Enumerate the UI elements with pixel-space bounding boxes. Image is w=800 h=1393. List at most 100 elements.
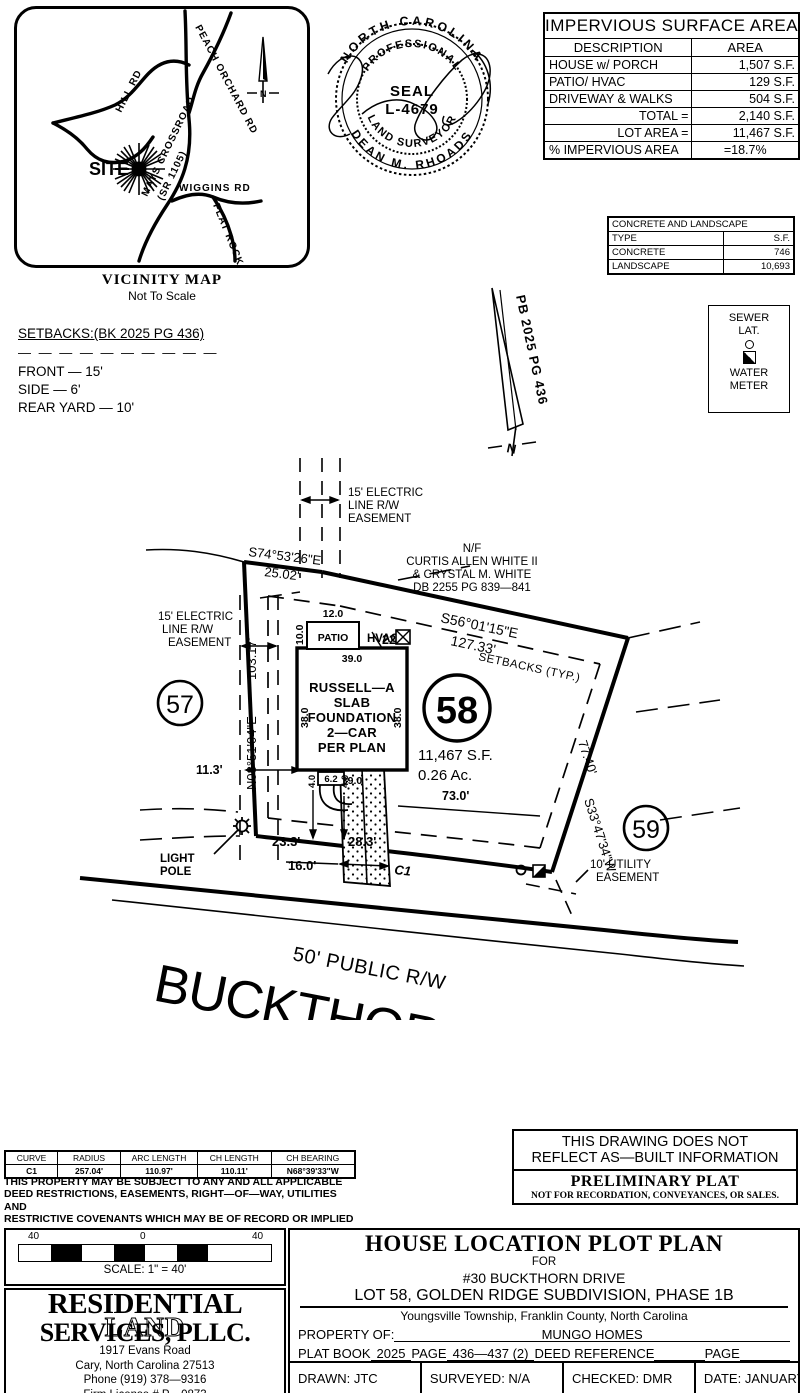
- plot-plan-title: HOUSE LOCATION PLOT PLAN: [364, 1231, 724, 1256]
- table-row: CONCRETE 746: [607, 245, 795, 260]
- house-height-left: 38.0: [299, 707, 311, 728]
- hvac-label: HVAC: [367, 633, 399, 645]
- scale-label-left: 40: [28, 1231, 40, 1242]
- impervious-row-2-area: 504 S.F.: [691, 90, 800, 108]
- table-row: HOUSE w/ PORCH 1,507 S.F.: [543, 56, 800, 74]
- setbacks-divider: — — — — — — — — — —: [18, 344, 219, 360]
- setback-lines: [267, 595, 601, 849]
- impervious-percent-label: % IMPERVIOUS AREA: [543, 141, 693, 160]
- vicinity-north-label: N: [260, 89, 267, 99]
- seal-text-land-surveyor: LAND SURVEYOR: [365, 113, 460, 150]
- concrete-row-1-type: LANDSCAPE: [607, 259, 724, 275]
- table-row: PATIO/ HVAC 129 S.F.: [543, 73, 800, 91]
- driveway-dims: [285, 790, 390, 871]
- plat-north-arrow-label: PB 2025 PG 436: [513, 294, 551, 407]
- electric-easement-top-label-1: 15' ELECTRIC: [348, 487, 423, 499]
- plat-book-row: PLAT BOOK 2025 PAGE 436—437 (2) DEED REF…: [298, 1346, 791, 1362]
- lot-59-label: 59: [632, 816, 660, 844]
- impervious-row-0-desc: HOUSE w/ PORCH: [543, 56, 693, 74]
- scale-label-right: 40: [252, 1231, 264, 1242]
- lot-boundary: [242, 560, 630, 874]
- house-width-top: 39.0: [342, 653, 363, 665]
- disclaimer-line-1: THIS PROPERTY MAY BE SUBJECT TO ANY AND …: [4, 1176, 343, 1188]
- table-row: DRIVEWAY & WALKS 504 S.F.: [543, 90, 800, 108]
- adjoining-tie-lines: [139, 548, 741, 841]
- as-built-notice: THIS DRAWING DOES NOT REFLECT AS—BUILT I…: [514, 1131, 796, 1172]
- setbacks-side: SIDE — 6': [18, 381, 81, 397]
- property-of-value[interactable]: MUNGO HOMES: [394, 1328, 790, 1343]
- curve-tag-c1: C1: [394, 862, 412, 879]
- scale-bar-numbers: 40 0 40: [6, 1230, 284, 1243]
- legend-water-label-2: METER: [729, 379, 769, 392]
- house-width-bottom: 39.0: [342, 775, 363, 787]
- street-centerline: [111, 899, 745, 967]
- lot-area-acres-label: 0.26 Ac.: [418, 767, 472, 784]
- house-label-5: PER PLAN: [318, 740, 386, 755]
- plat-book-value[interactable]: 2025: [370, 1347, 412, 1362]
- impervious-row-1-area: 129 S.F.: [691, 73, 800, 91]
- hvac-unit: HVAC: [367, 629, 411, 645]
- curve-table: CURVE RADIUS ARC LENGTH CH LENGTH CH BEA…: [4, 1150, 356, 1179]
- offset-left-dim: [244, 765, 302, 775]
- setbacks-rear: REAR YARD — 10': [18, 399, 135, 415]
- curve-row-0-ch-bearing: N68°39'33"W: [270, 1164, 356, 1179]
- firm-address-block: 1917 Evans Road Cary, North Carolina 275…: [6, 1344, 284, 1393]
- firm-street: 1917 Evans Road: [99, 1345, 191, 1357]
- water-meter-icon: [742, 351, 756, 365]
- curve-row-0-ch-length: 110.11': [197, 1164, 272, 1179]
- preliminary-plat-stamp: PRELIMINARY PLAT NOT FOR RECORDATION, CO…: [514, 1171, 796, 1203]
- checked-by: CHECKED: DMR: [564, 1363, 696, 1393]
- vicinity-north-arrow: N: [247, 36, 279, 103]
- site-burst: [113, 143, 165, 195]
- page-value[interactable]: 436—437 (2): [446, 1347, 535, 1362]
- electric-easement-top-dim: [300, 495, 340, 505]
- lot-58-label: 58: [436, 690, 478, 732]
- as-built-notice-line-1: THIS DRAWING DOES NOT: [561, 1134, 749, 1150]
- plot-date: DATE: JANUARY 5, 2026: [703, 1370, 800, 1386]
- neighbor-name-2: & CRYSTAL M. WHITE: [413, 569, 532, 581]
- utility-easement-label-1: 10' UTILITY: [590, 859, 651, 871]
- stoop-width: 6.2: [324, 774, 337, 785]
- vicinity-site-label: SITE: [89, 159, 129, 179]
- firm-city-state-zip: Cary, North Carolina 27513: [75, 1359, 215, 1372]
- utility-legend-box: SEWER LAT. WATER METER: [708, 305, 790, 413]
- electric-easement-left-label-1: 15' ELECTRIC: [158, 611, 233, 623]
- concrete-col-sf: S.F.: [722, 231, 795, 246]
- neighbor-label-nf: N/F: [463, 543, 482, 555]
- plot-plan-address: #30 BUCKTHORN DRIVE: [462, 1269, 626, 1286]
- curve-col-arc-length: ARC LENGTH: [120, 1150, 198, 1165]
- legend-sewer-label-2: LAT.: [738, 324, 760, 337]
- plot-plan-township: Youngsville Township, Franklin County, N…: [300, 1306, 788, 1323]
- deed-page-value[interactable]: [739, 1360, 791, 1362]
- seal-text-professional: PROFESSIONAL: [360, 38, 463, 74]
- firm-name: RESIDENTIAL SERVICES, PLLC. LAND: [6, 1290, 284, 1346]
- lot-57-label: 57: [166, 691, 194, 719]
- patio-width: 12.0: [323, 608, 344, 620]
- distance-right-label: 77.40': [575, 738, 600, 776]
- impervious-row-0-area: 1,507 S.F.: [691, 56, 800, 74]
- firm-name-line-2: SERVICES, PLLC.: [39, 1318, 251, 1347]
- firm-license: Firm License # P—0873: [6, 1388, 284, 1393]
- setbacks-title: SETBACKS:(BK 2025 PG 436): [18, 326, 205, 341]
- deed-reference-value[interactable]: [654, 1360, 705, 1362]
- house-label-4: 2—CAR: [327, 725, 377, 740]
- house-label-2: SLAB: [334, 695, 371, 710]
- vicinity-road-flat-rock-church-rd: FLAT ROCK CHURCH RD: [210, 202, 272, 265]
- surveyed-by: SURVEYED: N/A: [422, 1363, 564, 1393]
- impervious-lot-area-label: LOT AREA =: [543, 124, 693, 142]
- table-row: LOT AREA = 11,467 S.F.: [543, 124, 800, 142]
- lot-number-59: 59: [622, 804, 670, 852]
- concrete-title: CONCRETE AND LANDSCAPE: [607, 216, 795, 232]
- concrete-landscape-table: CONCRETE AND LANDSCAPE TYPE S.F. CONCRET…: [607, 216, 795, 275]
- setbacks-front: FRONT — 15': [18, 363, 103, 379]
- lot-number-57: 57: [156, 679, 204, 727]
- house-footprint: RUSSELL—A SLAB FOUNDATION 2—CAR PER PLAN…: [295, 646, 409, 787]
- vicinity-map-caption: VICINITY MAP Not To Scale: [14, 272, 310, 303]
- disclaimer-line-2: DEED RESTRICTIONS, EASEMENTS, RIGHT—OF—W…: [4, 1188, 337, 1213]
- light-pole: [213, 817, 251, 855]
- impervious-row-2-desc: DRIVEWAY & WALKS: [543, 90, 693, 108]
- property-of-row: PROPERTY OF: MUNGO HOMES: [298, 1327, 790, 1343]
- setbacks-note: SETBACKS:(BK 2025 PG 436) — — — — — — — …: [18, 325, 219, 416]
- curve-col-curve: CURVE: [4, 1150, 58, 1165]
- house-label-1: RUSSELL—A: [309, 680, 395, 695]
